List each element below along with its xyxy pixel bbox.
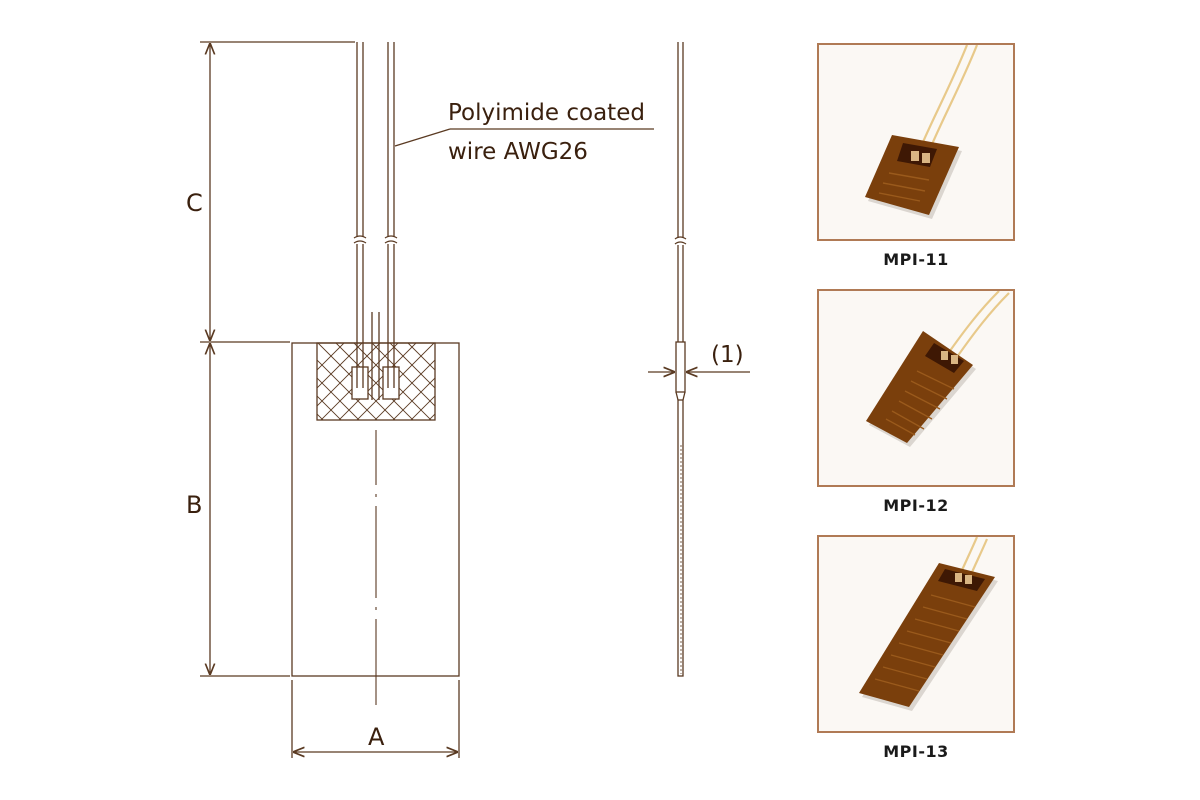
product-caption-mpi-11: MPI-11: [883, 250, 949, 269]
heater-photo-icon: [819, 291, 1013, 485]
dimension-a-label: A: [368, 723, 385, 751]
heater-photo-icon: [819, 45, 1013, 239]
product-caption-mpi-13: MPI-13: [883, 742, 949, 761]
terminal-hatch-area: [316, 312, 436, 421]
dimension-c-label: C: [186, 189, 203, 217]
heater-photo-icon: [819, 537, 1013, 731]
annotation-leader: [394, 128, 654, 147]
product-caption-mpi-12: MPI-12: [883, 496, 949, 515]
side-view: [674, 42, 687, 677]
annotation-line-1: Polyimide coated: [448, 100, 645, 126]
product-photo-mpi-11: [817, 43, 1015, 241]
product-photo-mpi-12: [817, 289, 1015, 487]
lead-wires-front: [353, 42, 398, 388]
annotation-line-2: wire AWG26: [448, 139, 588, 165]
dimension-b-label: B: [186, 491, 202, 519]
product-photo-mpi-13: [817, 535, 1015, 733]
thickness-label: (1): [711, 342, 744, 368]
dimension-c-lines: [200, 41, 355, 343]
dimension-b-lines: [200, 344, 290, 677]
dimension-a-lines: [291, 680, 460, 758]
